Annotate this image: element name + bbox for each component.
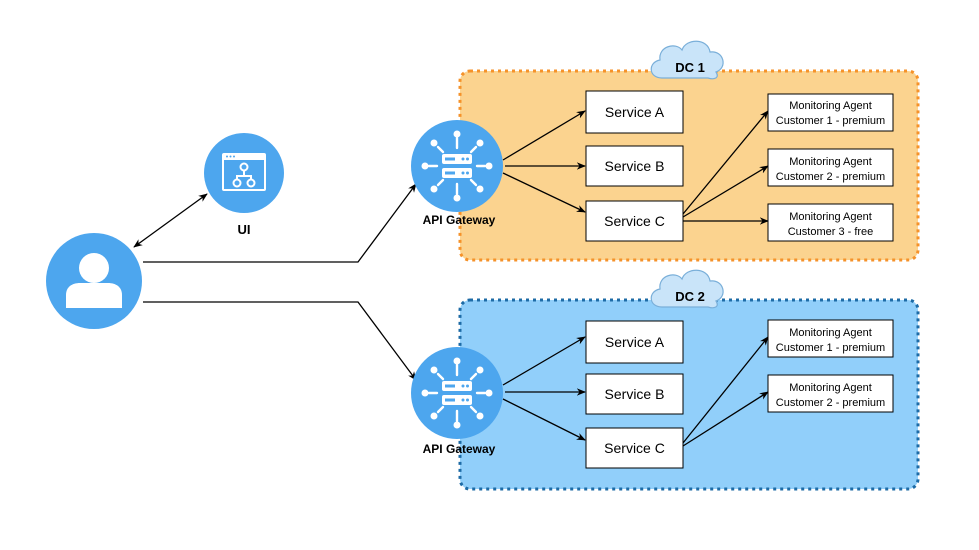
agent-customer: Customer 1 - premium <box>776 342 885 354</box>
gateway-dc1-label: API Gateway <box>423 213 496 227</box>
dc2-service-c[interactable]: Service C <box>585 427 684 469</box>
user-icon <box>66 253 122 308</box>
dc2-service-a[interactable]: Service A <box>585 320 684 364</box>
agent-customer: Customer 2 - premium <box>776 171 885 183</box>
user-ui-connector <box>133 193 208 248</box>
dc2-agent-1[interactable]: Monitoring Agent Customer 1 - premium <box>767 319 894 358</box>
service-label: Service B <box>605 386 665 402</box>
dc1-agent-1[interactable]: Monitoring Agent Customer 1 - premium <box>767 93 894 132</box>
gw2-svcA <box>502 336 586 386</box>
ui-node[interactable] <box>204 133 284 213</box>
agent-customer: Customer 1 - premium <box>776 115 885 127</box>
gw1-svcC <box>502 172 586 213</box>
agent-title: Monitoring Agent <box>789 327 872 339</box>
gateway-icon <box>409 118 505 214</box>
agent-title: Monitoring Agent <box>789 211 872 223</box>
gw2-svcC <box>502 398 586 441</box>
dc2-label: DC 2 <box>675 289 705 304</box>
agent-customer: Customer 3 - free <box>788 226 874 238</box>
gateway-dc2-label: API Gateway <box>423 442 496 456</box>
svcC-agent1 <box>682 110 769 215</box>
service-label: Service A <box>605 334 665 350</box>
service-label: Service A <box>605 104 665 120</box>
gateway-icon <box>409 345 505 441</box>
dc1-service-b[interactable]: Service B <box>585 145 684 187</box>
dc2-service-b[interactable]: Service B <box>585 373 684 415</box>
svcC-agent2 <box>682 165 769 218</box>
api-gateway-dc1[interactable] <box>409 118 505 214</box>
dc1-agent-2[interactable]: Monitoring Agent Customer 2 - premium <box>767 148 894 187</box>
user-gateway2-connector <box>143 301 417 381</box>
user-node[interactable] <box>46 233 142 329</box>
service-label: Service C <box>604 213 665 229</box>
dc1-label: DC 1 <box>675 60 705 75</box>
user-gateway1-connector <box>143 183 417 263</box>
service-label: Service C <box>604 440 665 456</box>
dc1-agent-3[interactable]: Monitoring Agent Customer 3 - free <box>767 203 894 242</box>
dc1-service-a[interactable]: Service A <box>585 90 684 134</box>
svc2C-agent1 <box>682 336 769 444</box>
svc2C-agent2 <box>682 391 769 447</box>
service-label: Service B <box>605 158 665 174</box>
agent-title: Monitoring Agent <box>789 156 872 168</box>
app-hierarchy-icon <box>222 153 266 191</box>
agent-title: Monitoring Agent <box>789 100 872 112</box>
dc1-service-c[interactable]: Service C <box>585 200 684 242</box>
agent-customer: Customer 2 - premium <box>776 397 885 409</box>
ui-label: UI <box>238 222 251 237</box>
dc2-agent-2[interactable]: Monitoring Agent Customer 2 - premium <box>767 374 894 413</box>
gw1-svcA <box>502 110 586 161</box>
agent-title: Monitoring Agent <box>789 382 872 394</box>
api-gateway-dc2[interactable] <box>409 345 505 441</box>
